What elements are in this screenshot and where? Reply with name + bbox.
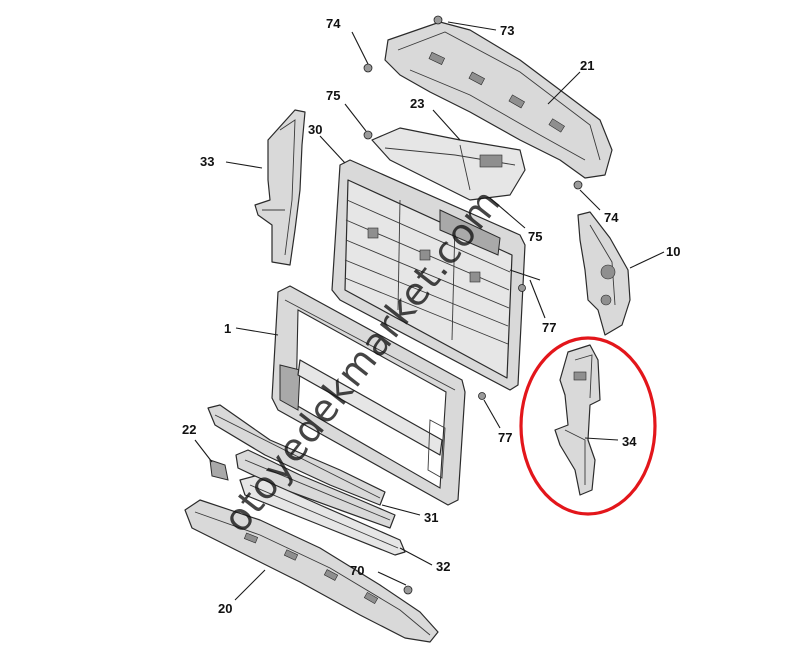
leader-lines bbox=[194, 21, 665, 601]
callout-31: 31 bbox=[424, 510, 438, 525]
callout-70: 70 bbox=[350, 563, 364, 578]
callout-75-bottom: 75 bbox=[528, 229, 542, 244]
part-33-left-air-guide bbox=[254, 109, 306, 266]
part-21-upper-crossmember bbox=[384, 15, 613, 179]
part-32-lower-deflector bbox=[239, 475, 406, 556]
callout-21: 21 bbox=[580, 58, 594, 73]
part-30-shutter-frame bbox=[331, 159, 526, 391]
callout-77-bottom: 77 bbox=[498, 430, 512, 445]
screw-74-top bbox=[363, 63, 373, 73]
callout-73: 73 bbox=[500, 23, 514, 38]
part-1-front-end-carrier bbox=[271, 285, 466, 506]
part-34-right-air-guide bbox=[554, 344, 601, 496]
callout-74-top: 74 bbox=[326, 16, 341, 31]
callout-10: 10 bbox=[666, 244, 680, 259]
callout-23: 23 bbox=[410, 96, 424, 111]
part-23-deflector bbox=[363, 127, 526, 201]
callout-77-top: 77 bbox=[542, 320, 556, 335]
callout-labels: 74 73 21 75 23 33 30 74 75 10 77 1 34 77… bbox=[182, 16, 680, 616]
callout-1: 1 bbox=[224, 321, 231, 336]
callout-34: 34 bbox=[622, 434, 637, 449]
callout-74-right: 74 bbox=[604, 210, 619, 225]
part-10-right-bracket bbox=[577, 211, 631, 336]
part-22-lower-bracket bbox=[207, 404, 386, 506]
highlight-circle bbox=[519, 336, 657, 516]
part-20-lower-crossmember bbox=[184, 499, 439, 643]
callout-30: 30 bbox=[308, 122, 322, 137]
screw-77-top bbox=[518, 284, 526, 292]
screw-74-right bbox=[573, 180, 583, 190]
callout-75-top: 75 bbox=[326, 88, 340, 103]
callout-33: 33 bbox=[200, 154, 214, 169]
callout-20: 20 bbox=[218, 601, 232, 616]
callout-22: 22 bbox=[182, 422, 196, 437]
screw-77-bottom bbox=[478, 392, 486, 400]
callout-32: 32 bbox=[436, 559, 450, 574]
